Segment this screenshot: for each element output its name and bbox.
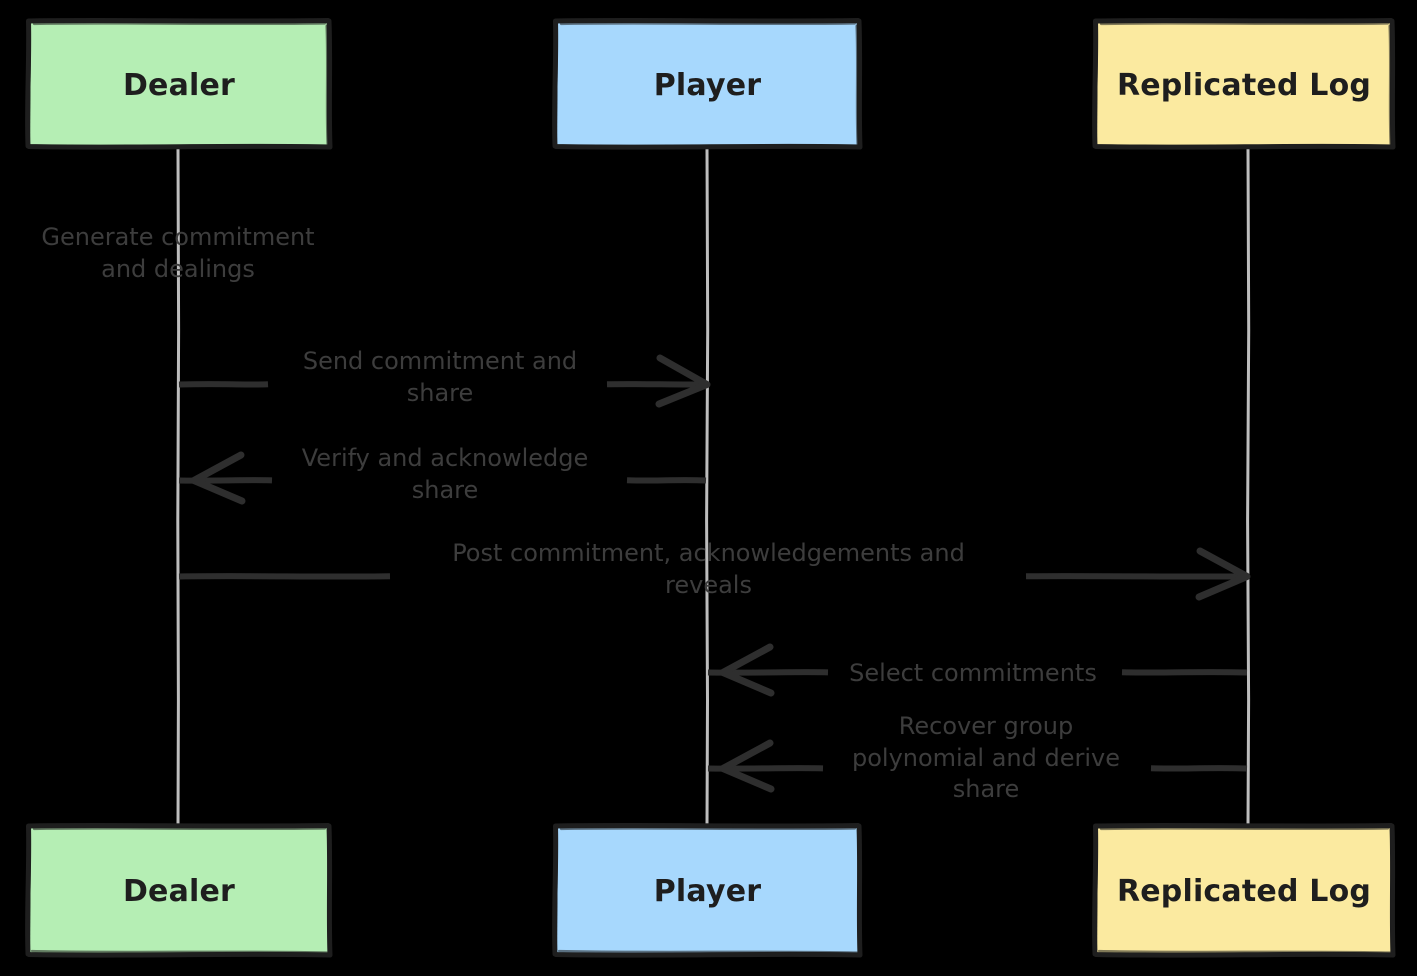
lifelines-group [176,147,1251,828]
participant-box-player-top-fill [557,21,859,146]
message-label-select-commitments: Select commitments [849,659,1097,687]
message-arrow-verify-and-acknowledge-share[interactable] [178,451,707,505]
message-arrow-post-commitment-acknowledgements-and-reveals[interactable] [178,547,1251,601]
participant-box-player-top-stroke2 [559,22,859,146]
participant-box-player-bottom[interactable] [552,823,863,958]
message-label-send-commitment-and-share: Send commitment and share [302,347,578,407]
participant-box-replicated-log-top[interactable] [1092,18,1396,150]
message-arrow-recover-group-polynomial-and-derive-share[interactable] [707,739,1248,793]
participant-box-replicated-log-top-stroke2 [1099,22,1392,146]
participant-box-replicated-log-bottom-stroke [1092,823,1396,958]
message-label-recover-group-polynomial-and-derive-share: Recover group polynomial and derive shar… [851,712,1121,804]
participant-box-dealer-bottom-stroke [25,823,333,958]
participant-box-dealer-bottom-fill [30,826,329,954]
participant-box-replicated-log-bottom-stroke2 [1097,827,1392,954]
participant-box-player-bottom-fill [557,826,859,954]
message-arrowhead [655,354,711,408]
participant-box-replicated-log-bottom[interactable] [1092,823,1396,958]
participant-box-replicated-log-top-stroke [1092,18,1396,150]
message-arrowhead [1195,547,1251,601]
participant-box-dealer-top-fill [30,21,329,146]
message-arrowhead [190,451,246,505]
participant-box-player-top[interactable] [552,18,863,150]
participant-box-dealer-bottom-stroke2 [30,827,329,954]
message-arrow-select-commitments[interactable] [707,643,1248,697]
message-arrowhead [719,739,775,793]
participant-box-player-top-stroke [552,18,863,150]
participant-box-dealer-top-stroke2 [32,22,329,146]
participant-box-dealer-bottom[interactable] [25,823,333,958]
participant-box-player-bottom-stroke2 [557,827,859,954]
participant-box-replicated-log-top-fill [1097,21,1392,146]
participant-box-player-bottom-stroke [552,823,863,958]
message-arrow-send-commitment-and-share[interactable] [178,354,711,408]
lifeline-dealer [176,147,181,828]
lifeline-replicated-log [1246,147,1251,828]
lifeline-player [705,147,710,828]
message-label-post-commitment-acknowledgements-and-reveals: Post commitment, acknowledgements and re… [452,539,965,599]
message-label-generate-commitment-and-dealings: Generate commitment and dealings [41,223,315,283]
participant-box-replicated-log-bottom-fill [1097,826,1392,954]
participant-box-dealer-top-stroke [25,18,333,150]
message-label-verify-and-acknowledge-share: Verify and acknowledge share [301,444,589,504]
participant-box-dealer-top[interactable] [25,18,333,150]
message-arrowhead [719,643,775,697]
